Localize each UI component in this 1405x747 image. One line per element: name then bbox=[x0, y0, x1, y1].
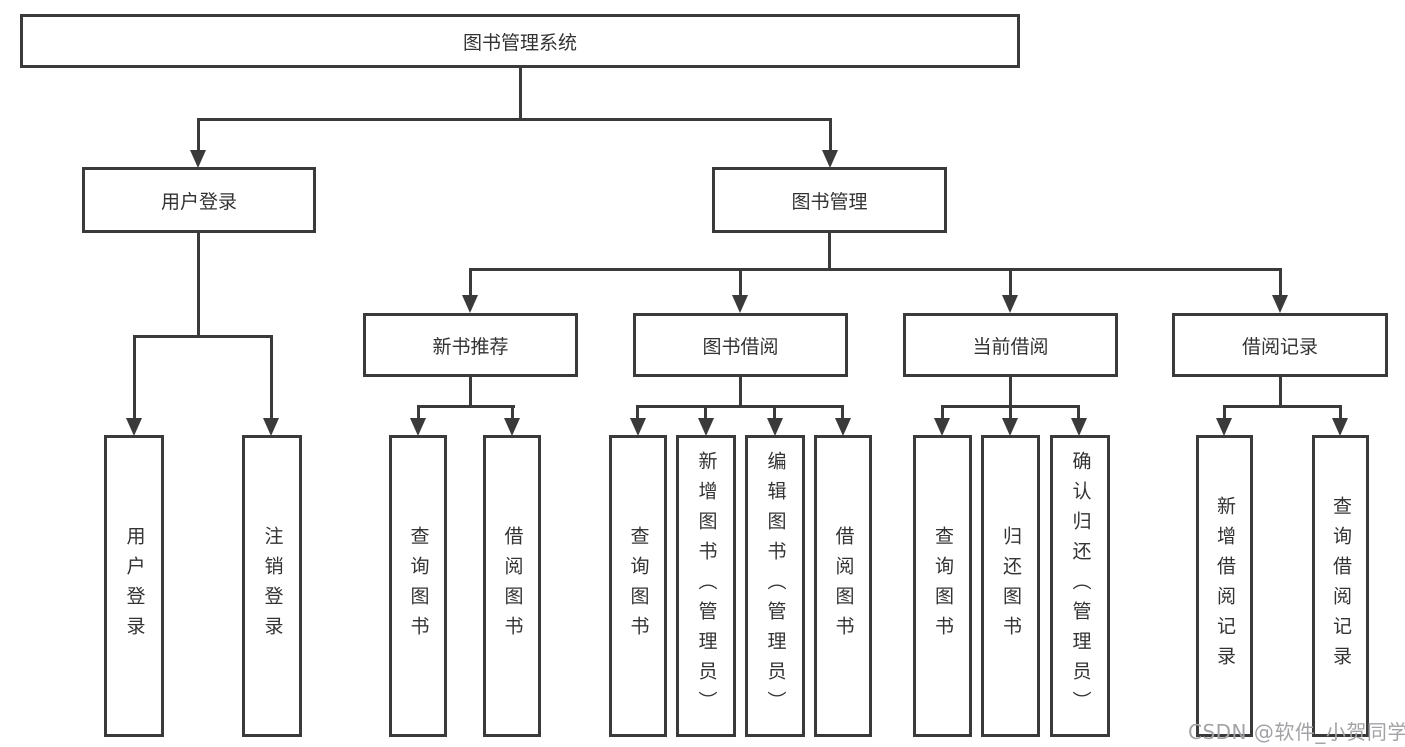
leaf-label: 新增借阅记录 bbox=[1214, 496, 1236, 676]
connector-line bbox=[133, 335, 136, 418]
arrow-down bbox=[126, 418, 142, 436]
arrow-down bbox=[835, 418, 851, 436]
node-label: 借阅记录 bbox=[1241, 335, 1318, 358]
connector-line bbox=[469, 268, 472, 295]
leaf-label: 借阅图书 bbox=[832, 526, 855, 646]
leaf-current-return-books: 归还图书 bbox=[981, 435, 1040, 737]
arrow-down bbox=[504, 418, 520, 436]
leaf-label: 借阅图书 bbox=[501, 526, 524, 646]
connector-line bbox=[1009, 268, 1012, 295]
connector-line bbox=[417, 405, 420, 418]
connector-line bbox=[519, 68, 522, 118]
leaf-label: 注销登录 bbox=[261, 526, 284, 646]
node-label: 图书管理 bbox=[791, 190, 868, 213]
leaf-user-login: 用户登录 bbox=[104, 435, 164, 737]
node-new-book-recommendation: 新书推荐 bbox=[363, 313, 578, 377]
connector-line bbox=[1279, 268, 1282, 295]
connector-line bbox=[197, 118, 832, 121]
connector-line bbox=[270, 335, 273, 418]
node-current-borrowing: 当前借阅 bbox=[903, 313, 1118, 377]
arrow-down bbox=[190, 150, 206, 168]
arrow-down bbox=[1272, 295, 1288, 313]
arrow-down bbox=[822, 150, 838, 168]
connector-line bbox=[739, 377, 742, 407]
watermark-text: CSDN @软件_小贺同学 bbox=[1188, 720, 1405, 744]
node-book-borrowing: 图书借阅 bbox=[633, 313, 848, 377]
connector-line bbox=[1077, 405, 1080, 418]
leaf-label: 确认归还（管理员） bbox=[1069, 451, 1092, 721]
node-borrowing-records: 借阅记录 bbox=[1172, 313, 1388, 377]
arrow-down bbox=[462, 295, 478, 313]
arrow-down bbox=[698, 418, 714, 436]
connector-line bbox=[704, 405, 707, 418]
connector-line bbox=[469, 377, 472, 407]
connector-line bbox=[1009, 377, 1012, 407]
leaf-label: 查询借阅记录 bbox=[1330, 496, 1352, 676]
leaf-logout: 注销登录 bbox=[242, 435, 302, 737]
arrow-down bbox=[934, 418, 950, 436]
leaf-current-confirm-return-admin: 确认归还（管理员） bbox=[1050, 435, 1110, 737]
connector-line bbox=[417, 405, 515, 408]
leaf-borrow-add-books-admin: 新增图书（管理员） bbox=[676, 435, 736, 737]
connector-line bbox=[133, 335, 273, 338]
connector-line bbox=[773, 405, 776, 418]
connector-line bbox=[829, 118, 832, 150]
arrow-down bbox=[1332, 418, 1348, 436]
connector-line bbox=[841, 405, 844, 418]
arrow-down bbox=[1071, 418, 1087, 436]
leaf-borrow-query-books: 查询图书 bbox=[609, 435, 667, 737]
leaf-newbook-borrow-books: 借阅图书 bbox=[483, 435, 541, 737]
leaf-label: 查询图书 bbox=[932, 526, 954, 646]
arrow-down bbox=[263, 418, 279, 436]
node-label: 用户登录 bbox=[160, 190, 237, 213]
connector-line bbox=[511, 405, 514, 418]
connector-line bbox=[636, 405, 639, 418]
connector-line bbox=[1223, 405, 1226, 418]
connector-line bbox=[469, 268, 1281, 271]
arrow-down bbox=[1002, 418, 1018, 436]
node-library-management-system: 图书管理系统 bbox=[20, 14, 1020, 68]
leaf-label: 用户登录 bbox=[123, 526, 146, 646]
connector-line bbox=[1009, 405, 1012, 418]
node-label: 图书借阅 bbox=[702, 335, 779, 358]
leaf-records-add-borrow-record: 新增借阅记录 bbox=[1196, 435, 1253, 737]
connector-line bbox=[197, 118, 200, 150]
leaf-label: 编辑图书（管理员） bbox=[764, 451, 787, 721]
leaf-label: 归还图书 bbox=[1000, 526, 1022, 646]
node-user-login: 用户登录 bbox=[82, 167, 316, 233]
connector-line bbox=[739, 268, 742, 295]
node-label: 图书管理系统 bbox=[462, 31, 577, 54]
leaf-borrow-borrow-books: 借阅图书 bbox=[814, 435, 872, 737]
leaf-records-query-borrow-record: 查询借阅记录 bbox=[1312, 435, 1369, 737]
leaf-label: 新增图书（管理员） bbox=[695, 451, 718, 721]
connector-line bbox=[197, 233, 200, 335]
arrow-down bbox=[1216, 418, 1232, 436]
arrow-down bbox=[732, 295, 748, 313]
arrow-down bbox=[1002, 295, 1018, 313]
connector-line bbox=[828, 233, 831, 271]
leaf-current-query-books: 查询图书 bbox=[913, 435, 972, 737]
leaf-newbook-query-books: 查询图书 bbox=[389, 435, 447, 737]
leaf-label: 查询图书 bbox=[627, 526, 650, 646]
arrow-down bbox=[410, 418, 426, 436]
connector-line bbox=[1223, 405, 1341, 408]
connector-line bbox=[1279, 377, 1282, 407]
node-book-management: 图书管理 bbox=[712, 167, 947, 233]
arrow-down bbox=[767, 418, 783, 436]
connector-line bbox=[1339, 405, 1342, 418]
leaf-borrow-edit-books-admin: 编辑图书（管理员） bbox=[745, 435, 805, 737]
node-label: 新书推荐 bbox=[432, 335, 509, 358]
arrow-down bbox=[630, 418, 646, 436]
connector-line bbox=[941, 405, 944, 418]
node-label: 当前借阅 bbox=[972, 335, 1049, 358]
connector-line bbox=[636, 405, 843, 408]
leaf-label: 查询图书 bbox=[407, 526, 430, 646]
